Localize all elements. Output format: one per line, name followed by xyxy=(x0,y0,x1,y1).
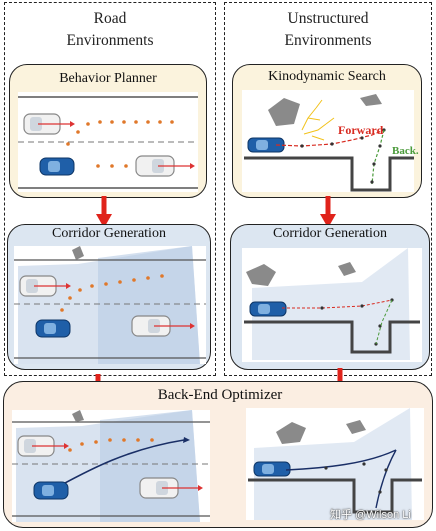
corridor-right-title: Corridor Generation xyxy=(273,226,387,241)
kinodynamic-search-title: Kinodynamic Search xyxy=(268,69,386,84)
unstructured-environments-title: Unstructured Environments xyxy=(224,8,432,52)
backend-optimizer-title: Back-End Optimizer xyxy=(157,387,283,403)
parking-slot-outline xyxy=(244,156,414,192)
arrow-behavior-to-corridor xyxy=(96,196,112,228)
unstructured-environments-frame xyxy=(224,2,432,376)
blue-ego-car xyxy=(253,461,291,477)
corridor-right-scene xyxy=(242,248,422,362)
planned-path-dots xyxy=(66,120,174,168)
road-environments-frame xyxy=(4,2,216,376)
unstructured-title-line2: Environments xyxy=(284,32,372,49)
watermark: 知乎 @Wilson Li xyxy=(330,509,411,521)
obstacle xyxy=(338,262,356,276)
obstacle xyxy=(72,410,84,422)
back-path xyxy=(371,129,385,185)
corridor-region xyxy=(252,248,410,360)
obstacle xyxy=(360,94,382,106)
road-title-line2: Environments xyxy=(66,32,154,49)
backend-left-scene xyxy=(12,410,210,522)
obstacle xyxy=(72,246,84,260)
blue-ego-car xyxy=(249,301,287,317)
arrow-kinodynamic-to-corridor xyxy=(320,196,336,228)
search-tree xyxy=(301,99,335,141)
blue-ego-car xyxy=(39,157,75,176)
forward-path xyxy=(275,129,385,147)
obstacle xyxy=(276,422,306,444)
obstacle xyxy=(268,98,300,126)
back-label: Back. xyxy=(392,145,419,157)
backend-right-scene xyxy=(246,408,424,520)
forward-label: Forward xyxy=(338,123,384,137)
corridor-region xyxy=(100,410,200,522)
behavior-planner-scene xyxy=(18,92,198,192)
corridor-region xyxy=(254,408,412,520)
corridor-region xyxy=(98,246,200,364)
blue-ego-car xyxy=(33,481,69,500)
kinodynamic-search-scene: Forward Back. xyxy=(242,90,419,192)
unstructured-title-line1: Unstructured xyxy=(287,10,369,27)
road-environments-title: Road Environments xyxy=(4,8,216,52)
optimized-trajectory xyxy=(285,449,397,471)
corridor-left-title: Corridor Generation xyxy=(52,226,166,241)
corridor-left-scene xyxy=(14,246,206,364)
blue-ego-car xyxy=(35,319,71,338)
behavior-planner-title: Behavior Planner xyxy=(59,71,157,86)
road-title-line1: Road xyxy=(93,10,127,27)
obstacle xyxy=(246,264,276,286)
obstacle xyxy=(346,420,366,434)
